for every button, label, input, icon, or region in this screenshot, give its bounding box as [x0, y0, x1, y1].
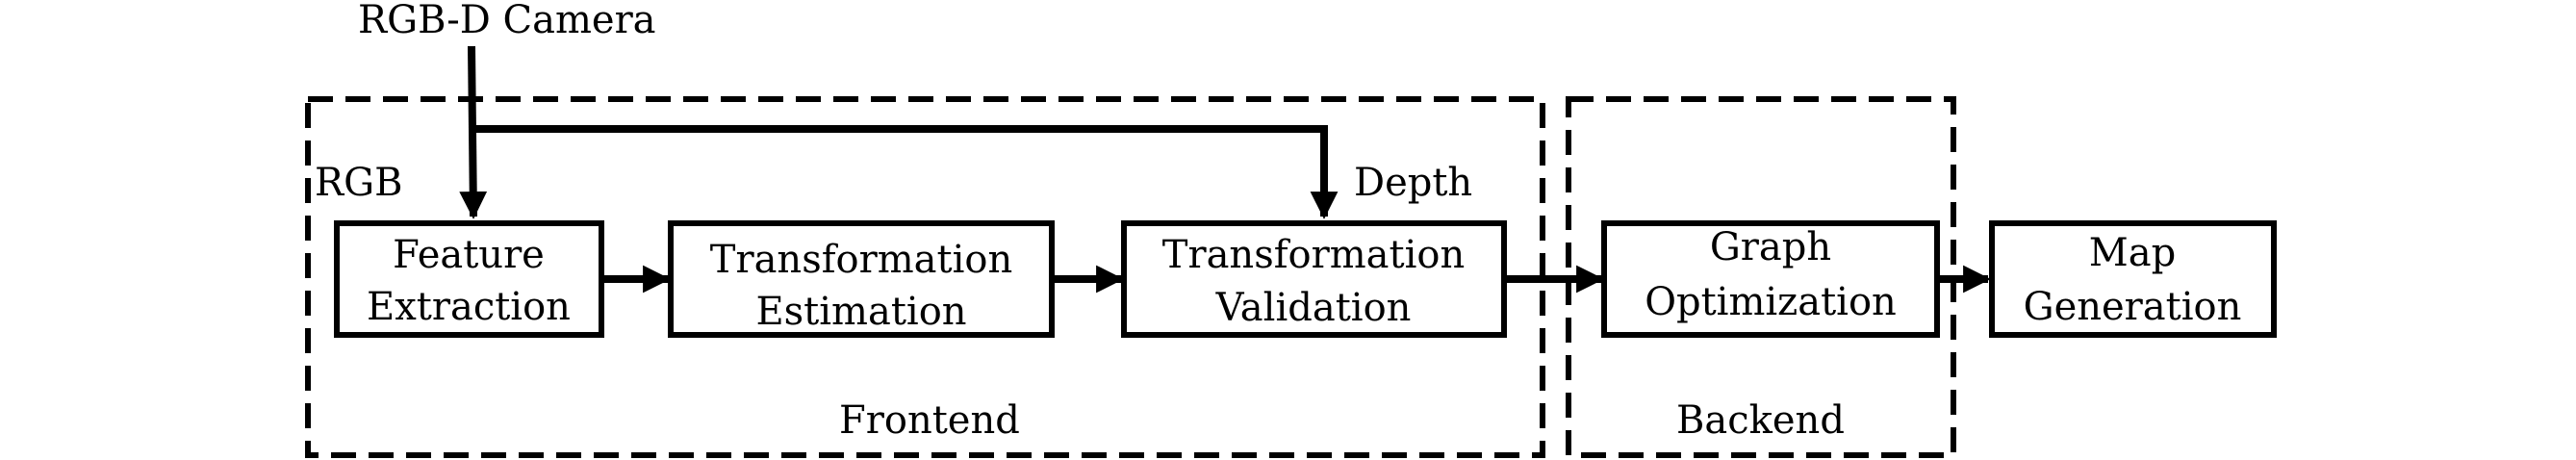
transformation-estimation-line1: Transformation	[710, 238, 1012, 282]
transformation-validation-box	[1121, 220, 1507, 338]
rgb-input-arrow	[459, 45, 488, 219]
graph-optimization-line2: Optimization	[1645, 280, 1897, 324]
graph-optimization-line1: Graph	[1710, 225, 1831, 269]
map-generation-line1: Map	[2089, 231, 2176, 275]
map-generation-line2: Generation	[2024, 285, 2242, 329]
transformation-estimation-box	[668, 220, 1055, 338]
frontend-label: Frontend	[839, 398, 1020, 443]
depth-input-arrow	[473, 125, 1339, 219]
feature-extraction-box	[334, 220, 604, 338]
transformation-estimation-line2: Estimation	[755, 290, 966, 334]
transformation-validation-line1: Transformation	[1162, 233, 1465, 277]
rgb-label: RGB	[315, 161, 402, 205]
graph-optimization-box	[1601, 220, 1940, 338]
feature-extraction-line2: Extraction	[367, 285, 571, 329]
transformation-validation-line2: Validation	[1215, 286, 1412, 330]
feature-extraction-line1: Feature	[393, 233, 545, 277]
rgbd-camera-label: RGB-D Camera	[358, 0, 656, 42]
map-generation-box	[1989, 220, 2277, 338]
depth-label: Depth	[1354, 161, 1472, 205]
backend-label: Backend	[1676, 398, 1845, 443]
